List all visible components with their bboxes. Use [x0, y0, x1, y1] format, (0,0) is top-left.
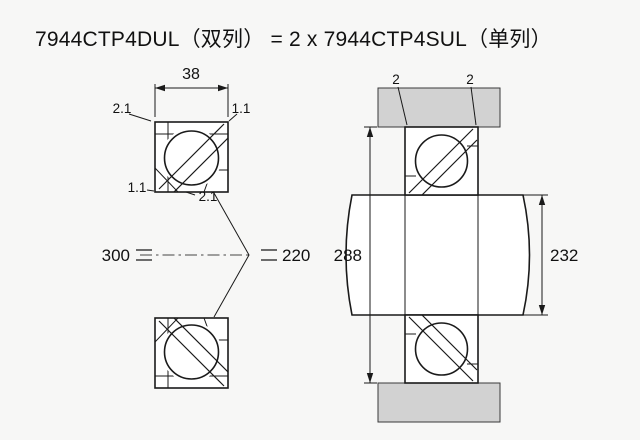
section-outline-bottom [154, 317, 229, 389]
leader-line [185, 191, 196, 196]
ball-top [163, 130, 220, 186]
cage-lines-bottom [158, 318, 228, 387]
page-title: 7944CTP4DUL（双列） = 2 x 7944CTP4SUL（单列） [35, 28, 552, 51]
arrowhead-bottom [366, 373, 374, 383]
cage-lines [408, 128, 478, 195]
bore-diameter-dimension: 220 [261, 246, 310, 265]
bearing-section-bottom [154, 317, 229, 389]
arrowhead-top [538, 195, 546, 205]
extension-lines [523, 194, 548, 316]
housing-abutment-label: 288 [334, 246, 362, 265]
mounted-bearing-top [404, 126, 479, 196]
leader-line [228, 113, 238, 122]
leader-line [397, 86, 408, 126]
chamfer-label-inner: 2.1 [199, 189, 218, 204]
shaft-abutment-label: 232 [550, 246, 578, 265]
fillet-label-left: 2 [392, 72, 400, 87]
arrowhead-left [155, 84, 165, 92]
chamfer-label-top-right: 1.1 [232, 101, 251, 116]
contact-angle-lines [213, 192, 250, 318]
leader-line [470, 86, 477, 126]
ring-split-lines [405, 333, 478, 365]
width-label: 38 [182, 66, 200, 83]
arrowhead-right [218, 84, 228, 92]
diameter-ticks [136, 249, 152, 261]
fillet-label-right: 2 [466, 72, 474, 87]
chamfer-callouts: 2.1 1.1 1.1 2.1 [113, 101, 251, 204]
width-dimension: 38 [154, 66, 229, 117]
outer-diameter-label: 300 [102, 246, 130, 265]
mounted-bearing-bottom [404, 314, 479, 384]
housing-block-bottom [377, 382, 501, 423]
bore-diameter-label: 220 [282, 246, 310, 265]
housing-block-top [377, 87, 501, 128]
chamfer-label-top-left: 2.1 [113, 101, 132, 116]
shaft-abutment-dimension: 232 [523, 194, 578, 316]
leader-line [146, 189, 155, 192]
chamfer-label-left: 1.1 [128, 180, 147, 195]
cross-section-view: 38 2.1 1.1 1.1 2.1 300 220 [102, 66, 310, 389]
section-outline-top [154, 121, 229, 193]
mounting-view: 2 2 288 232 [334, 72, 578, 423]
outer-diameter-dimension: 300 [102, 246, 152, 265]
arrowhead-bottom [538, 305, 546, 315]
leader-line [128, 113, 152, 122]
shaft-shoulder-lines [404, 195, 479, 315]
shaft [345, 194, 531, 316]
bearing-section-top [154, 121, 229, 193]
housing-abutment-dimension: 288 [334, 126, 377, 384]
fillet-callouts: 2 2 [392, 72, 477, 126]
diameter-ticks [261, 249, 277, 261]
extension-lines [154, 84, 229, 117]
ring-split-lines [405, 145, 478, 177]
arrowhead-top [366, 127, 374, 137]
cage-lines [408, 315, 478, 382]
cage-lines-top [158, 123, 228, 192]
ball-bottom [163, 324, 220, 380]
